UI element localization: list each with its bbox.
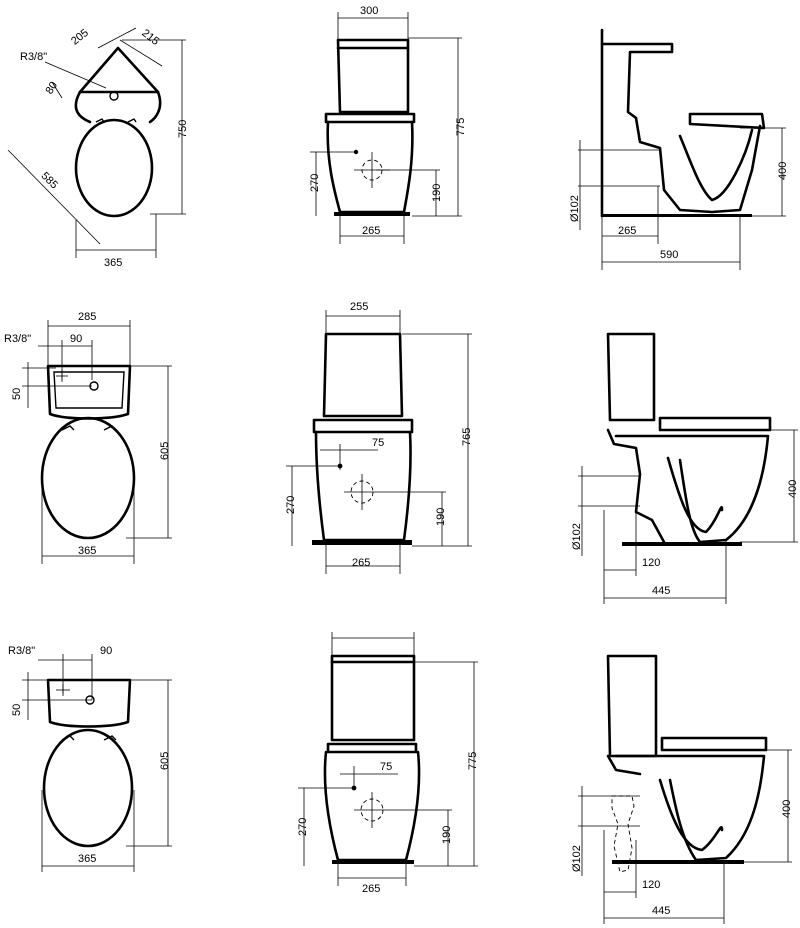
dim-label-270: 270 bbox=[297, 818, 309, 836]
dim-label-90: 90 bbox=[100, 645, 112, 657]
row2-front-view bbox=[286, 310, 472, 574]
row2-plan-view bbox=[22, 320, 172, 564]
dim-label-445: 445 bbox=[652, 905, 670, 917]
thread-label: R3/8" bbox=[20, 51, 47, 63]
dim-label-50: 50 bbox=[11, 388, 23, 400]
dim-label-775: 775 bbox=[467, 752, 479, 770]
dim-label-190: 190 bbox=[431, 184, 443, 202]
row3-plan-view bbox=[22, 654, 172, 872]
dim-label-215: 215 bbox=[139, 27, 161, 48]
row3-side-view bbox=[578, 654, 792, 924]
dim-label-400: 400 bbox=[781, 800, 793, 818]
dim-label-365: 365 bbox=[78, 853, 96, 865]
dim-label-120: 120 bbox=[642, 557, 660, 569]
dim-label-605: 605 bbox=[159, 752, 171, 770]
dim-label-80: 80 bbox=[44, 80, 61, 97]
dim-label-90: 90 bbox=[70, 333, 82, 345]
dim-label-265: 265 bbox=[362, 883, 380, 895]
dim-label-365: 365 bbox=[78, 545, 96, 557]
row2-side-view bbox=[578, 332, 798, 604]
row3-front-view bbox=[298, 632, 478, 886]
dim-label-75: 75 bbox=[380, 761, 392, 773]
dim-label-265: 265 bbox=[618, 225, 636, 237]
dim-label-765: 765 bbox=[461, 428, 473, 446]
dim-label-120: 120 bbox=[642, 879, 660, 891]
dim-label-400: 400 bbox=[787, 480, 799, 498]
dim-label-590: 590 bbox=[660, 249, 678, 261]
dim-label-190: 190 bbox=[435, 508, 447, 526]
dim-label-775: 775 bbox=[455, 118, 467, 136]
dim-label-270: 270 bbox=[309, 174, 321, 192]
dim-label-270: 270 bbox=[285, 496, 297, 514]
dim-label-75: 75 bbox=[372, 437, 384, 449]
thread-label: R3/8" bbox=[8, 645, 35, 657]
dim-label-605: 605 bbox=[159, 442, 171, 460]
dim-label-205: 205 bbox=[69, 27, 91, 48]
dim-label-255: 255 bbox=[350, 301, 368, 313]
dim-label-285: 285 bbox=[78, 311, 96, 323]
dim-label-265: 265 bbox=[352, 557, 370, 569]
dim-label-400: 400 bbox=[777, 162, 789, 180]
dim-label-750: 750 bbox=[177, 120, 189, 138]
thread-label: R3/8" bbox=[4, 333, 31, 345]
dim-label-190: 190 bbox=[441, 826, 453, 844]
dim-label-300: 300 bbox=[360, 5, 378, 17]
pipe-diameter-label: Ø102 bbox=[569, 195, 581, 222]
row1-side-view bbox=[578, 28, 786, 270]
dim-label-445: 445 bbox=[652, 585, 670, 597]
row1-front-view bbox=[310, 12, 462, 244]
dim-label-50: 50 bbox=[11, 704, 23, 716]
pipe-diameter-label: Ø102 bbox=[571, 523, 583, 550]
dim-label-585: 585 bbox=[39, 170, 60, 191]
dim-label-365: 365 bbox=[104, 257, 122, 269]
dim-label-265: 265 bbox=[362, 225, 380, 237]
row1-plan-view bbox=[7, 27, 186, 258]
pipe-diameter-label: Ø102 bbox=[571, 845, 583, 872]
